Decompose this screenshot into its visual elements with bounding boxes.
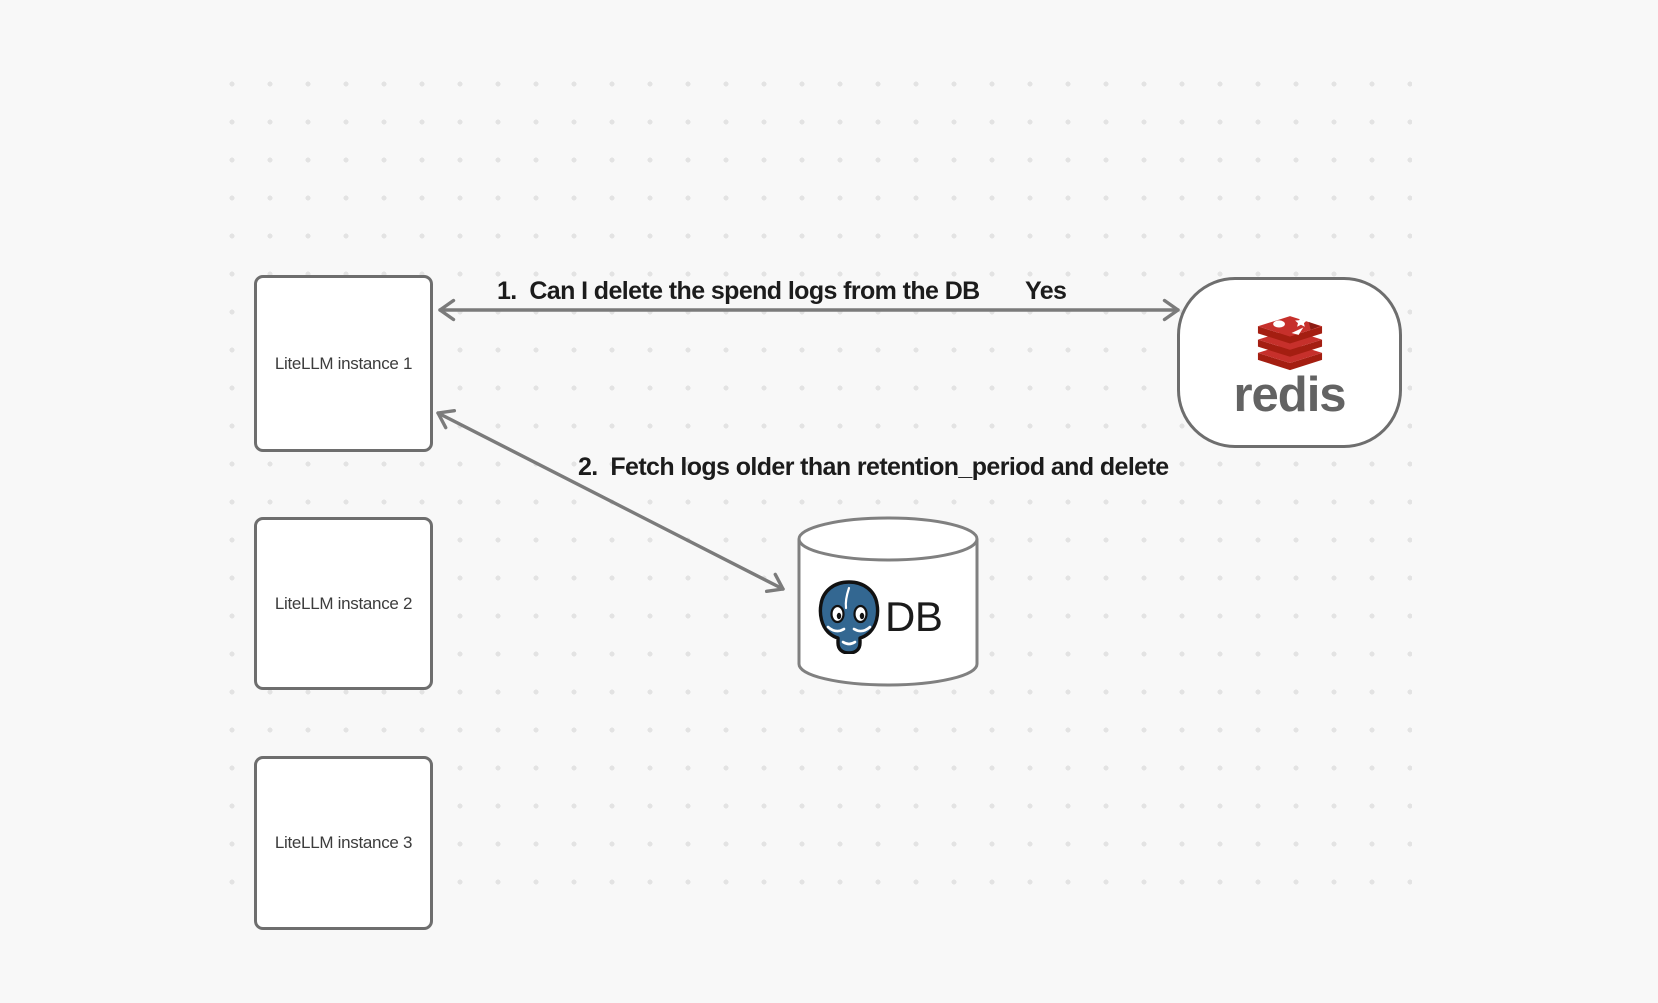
litellm-instance-2-label: LiteLLM instance 2 [274, 593, 413, 613]
redis-logo-icon [1257, 316, 1322, 371]
node-redis[interactable]: redis [1177, 277, 1402, 448]
postgresql-elephant-icon [818, 580, 880, 654]
message-1-label: 1. Can I delete the spend logs from the … [497, 277, 980, 305]
litellm-instance-3-label: LiteLLM instance 3 [274, 833, 413, 852]
message-2-label: 2. Fetch logs older than retention_perio… [578, 453, 1169, 481]
node-litellm-instance-1[interactable]: LiteLLM instance 1 [254, 275, 433, 452]
redis-wordmark: redis [1233, 368, 1346, 422]
message-1-response: Yes [1025, 277, 1067, 305]
db-label: DB [885, 593, 943, 640]
node-database[interactable]: DB [797, 516, 979, 689]
dot-grid-background [213, 65, 1412, 885]
node-litellm-instance-2[interactable]: LiteLLM instance 2 [254, 517, 433, 690]
node-litellm-instance-3[interactable]: LiteLLM instance 3 [254, 756, 433, 930]
litellm-instance-1-label: LiteLLM instance 1 [274, 353, 413, 373]
